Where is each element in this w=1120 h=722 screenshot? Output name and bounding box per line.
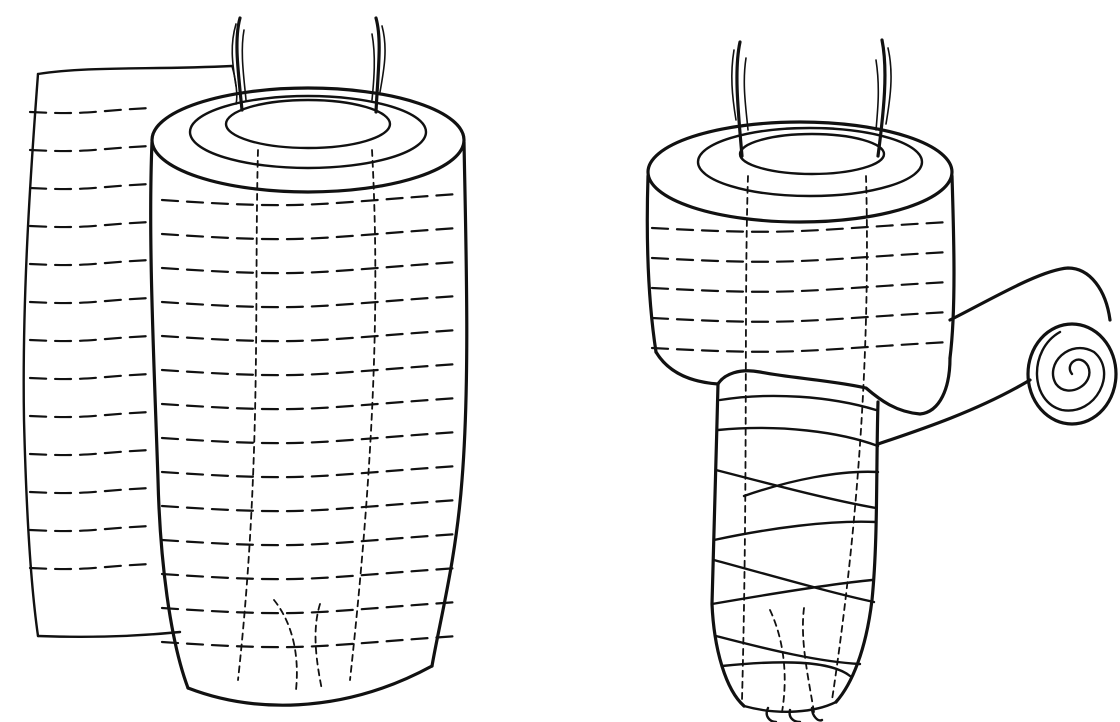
- padding-layer-line: [162, 262, 458, 273]
- sheet-stitch-line: [30, 298, 150, 303]
- right-padding-roll: [647, 122, 954, 414]
- padding-layer-line: [162, 636, 458, 647]
- sheet-stitch-line: [30, 336, 150, 341]
- right-leg-hair-lines: [732, 40, 891, 156]
- sheet-stitch-line: [30, 564, 150, 569]
- padding-layer-line: [652, 312, 950, 322]
- sheet-stitch-line: [30, 450, 150, 455]
- right-bandaged-limb-figure: [647, 40, 1116, 722]
- padding-layer-line: [162, 194, 458, 205]
- sheet-stitch-line: [30, 108, 150, 113]
- padding-layer-line: [162, 364, 458, 375]
- left-padding-roll: [151, 88, 467, 705]
- padding-layer-line: [162, 466, 458, 477]
- bandage-roll: [878, 268, 1116, 444]
- sheet-stitch-line: [30, 488, 150, 493]
- padding-layer-line: [652, 282, 950, 292]
- padding-layer-line: [162, 398, 458, 409]
- sheet-stitch-line: [30, 260, 150, 265]
- sheet-stitch-lines: [30, 108, 150, 569]
- left-padded-limb-figure: [24, 18, 467, 705]
- padding-layer-line: [652, 342, 950, 352]
- padding-layer-line: [162, 330, 458, 341]
- left-leg-hair-lines: [232, 18, 385, 112]
- padding-layer-line: [162, 534, 458, 545]
- cotton-sheet: [24, 66, 237, 637]
- sheet-stitch-line: [30, 222, 150, 227]
- padding-layer-line: [162, 602, 458, 613]
- padding-layer-lines: [162, 194, 458, 647]
- padding-layer-line: [652, 252, 950, 262]
- padding-layer-line: [162, 432, 458, 443]
- sheet-stitch-line: [30, 374, 150, 379]
- sheet-stitch-line: [30, 526, 150, 531]
- padding-layer-lines: [652, 222, 950, 352]
- sheet-stitch-line: [30, 412, 150, 417]
- padding-layer-line: [162, 228, 458, 239]
- sheet-stitch-line: [30, 184, 150, 189]
- padding-layer-line: [162, 296, 458, 307]
- sheet-stitch-line: [30, 146, 150, 151]
- padding-layer-line: [162, 568, 458, 579]
- padding-layer-line: [162, 500, 458, 511]
